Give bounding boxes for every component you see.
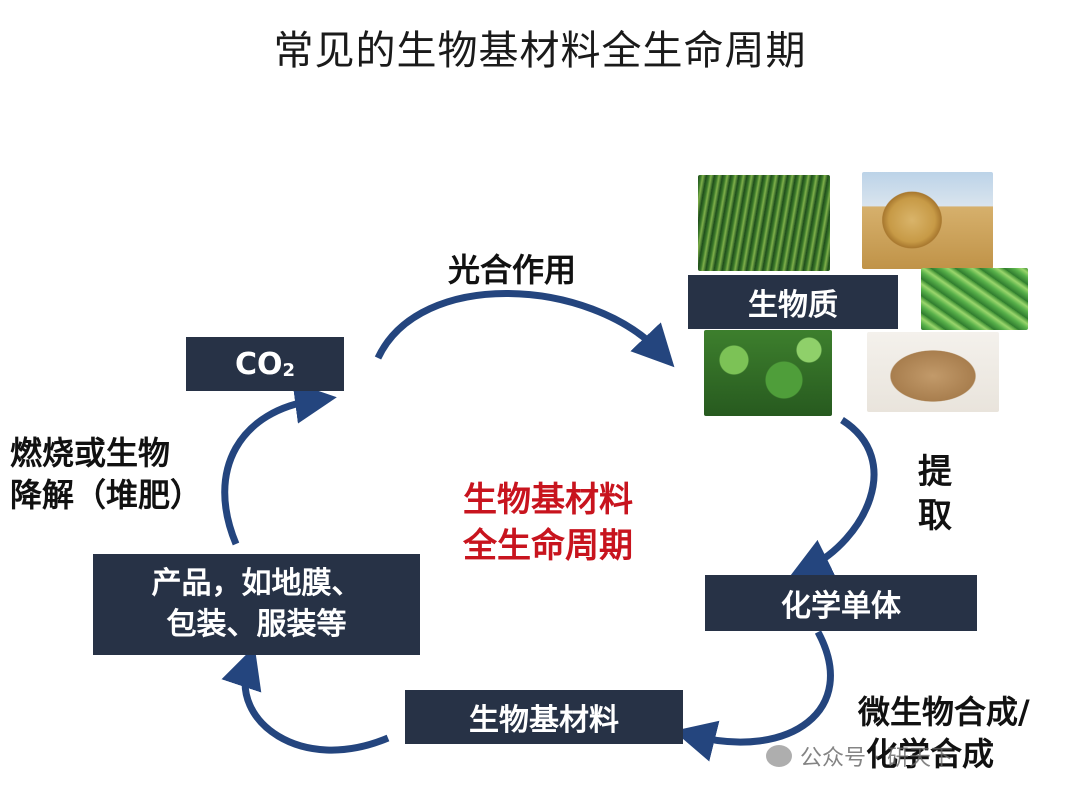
biomass-node: 生物质 [688, 275, 898, 329]
watermark: 公众号 · 研天下 [766, 740, 953, 772]
arrow-photosynthesis [374, 290, 675, 368]
watermark-text: 公众号 · 研天下 [800, 746, 953, 771]
green-pods-photo [921, 268, 1028, 330]
degradation-line2: 降解（堆肥） [10, 476, 203, 515]
arrow-synthesis [673, 630, 834, 762]
biobased-material-node: 生物基材料 [405, 690, 683, 744]
synthesis-line2: 化学合成 [866, 734, 995, 773]
clover-leaves-photo [704, 330, 832, 416]
products-line1: 产品，如地膜、 [151, 566, 362, 601]
products-line2: 包装、服装等 [166, 606, 347, 642]
degradation-line1: 燃烧或生物 [10, 434, 171, 472]
synthesis-label: 微生物合成/ 化学合成 [858, 692, 1030, 775]
co2-subscript: 2 [282, 359, 296, 381]
brown-powder-photo [867, 332, 999, 412]
co2-label: CO [234, 346, 283, 382]
center-title: 生物基材料 全生命周期 [438, 478, 658, 570]
biomass-label: 生物质 [748, 288, 838, 323]
monomer-node: 化学单体 [705, 575, 977, 631]
extraction-line2: 取 [918, 496, 952, 537]
center-title-line2: 全生命周期 [463, 525, 633, 566]
arrow-to-products [221, 646, 390, 754]
arrow-degradation [221, 381, 337, 546]
monomer-label: 化学单体 [781, 589, 901, 624]
products-node: 产品，如地膜、 包装、服装等 [93, 554, 420, 655]
page-title: 常见的生物基材料全生命周期 [273, 28, 807, 74]
degradation-label: 燃烧或生物 降解（堆肥） [10, 432, 202, 516]
extraction-label: 提 取 [918, 450, 952, 538]
extraction-line1: 提 [918, 452, 952, 492]
wechat-icon [766, 745, 792, 767]
grass-photo [698, 175, 830, 271]
biobased-material-label: 生物基材料 [469, 703, 619, 738]
synthesis-line1: 微生物合成/ [858, 693, 1030, 731]
center-title-line1: 生物基材料 [463, 480, 633, 520]
hay-bale-photo [862, 172, 993, 269]
arrow-extraction [789, 417, 878, 578]
photosynthesis-label: 光合作用 [448, 251, 577, 289]
